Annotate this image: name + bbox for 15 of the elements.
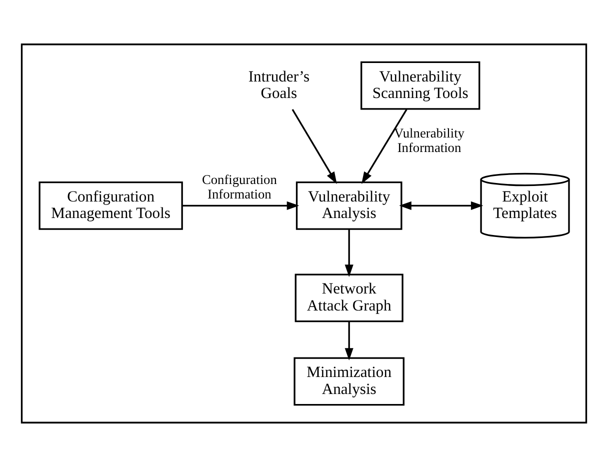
- node-box: Configuration Management Tools: [38, 181, 183, 230]
- edge-label: Configuration Information: [202, 172, 277, 202]
- node-box: Vulnerability Analysis: [296, 181, 402, 230]
- arrow: [361, 108, 408, 184]
- node-box: Network Attack Graph: [294, 274, 404, 322]
- arrow: [344, 230, 354, 277]
- arrow: [344, 322, 354, 360]
- edge-label: Vulnerability Information: [394, 125, 464, 155]
- node-box: Minimization Analysis: [294, 357, 404, 406]
- node-box: Vulnerability Scanning Tools: [360, 61, 480, 110]
- cluster: [20, 44, 588, 424]
- arrow: [399, 201, 484, 210]
- arrow: [292, 108, 337, 184]
- arrow: [182, 201, 300, 210]
- node-text: Intruder’s Goals: [248, 68, 310, 102]
